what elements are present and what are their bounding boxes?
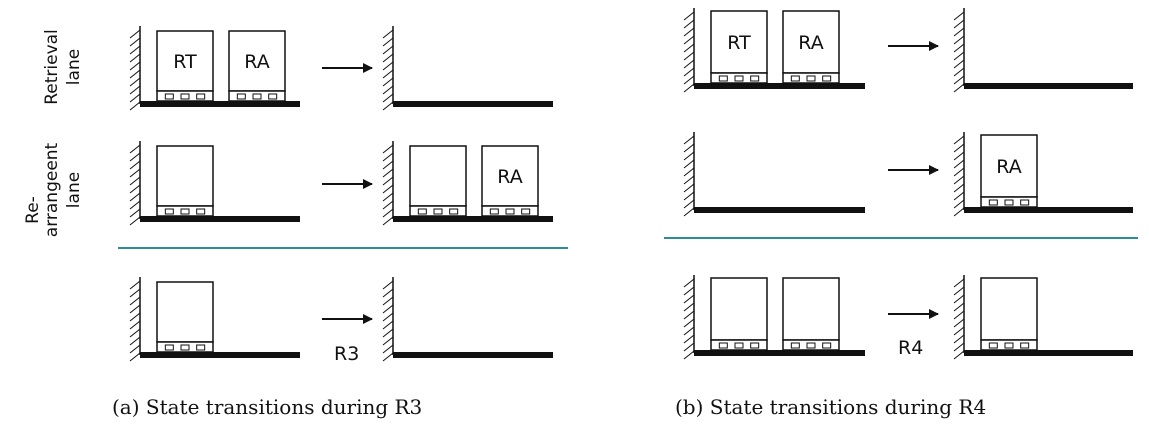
lane-floor (694, 83, 865, 89)
lane-b-retrieval-after (953, 8, 1133, 93)
pallet-box: RT (710, 10, 768, 84)
pallet-box: RA (980, 134, 1038, 208)
retrieval-label-line1: Retrieval (42, 29, 62, 105)
lane-floor (694, 207, 865, 213)
lane-a-bottom-after (382, 277, 553, 362)
pallet-label: RA (497, 166, 522, 188)
lane-b-rearrangement-after: RA (953, 132, 1133, 217)
rearrangement-label-line3: lane (64, 172, 84, 208)
lane-b-bottom-after (953, 275, 1133, 360)
wall-hatch (129, 141, 141, 226)
pallet-label: RT (173, 51, 197, 73)
rearrangement-label-line2: arrangeent (42, 142, 62, 237)
lane-floor (964, 83, 1133, 89)
lane-b-rearrangement-before (683, 132, 865, 217)
lane-b-retrieval-before: RT RA (683, 8, 865, 93)
wall-hatch (129, 26, 141, 111)
lane-floor (964, 350, 1133, 356)
pallet-box (156, 281, 214, 353)
lane-floor (140, 352, 300, 358)
lane-floor (393, 216, 553, 222)
rearrangement-label-line1: Re- (23, 196, 43, 224)
caption-b: (b) State transitions during R4 (675, 395, 986, 419)
retrieval-lane-label: Retrieval lane (42, 29, 84, 105)
lane-floor (694, 350, 865, 356)
wall-hatch (382, 26, 394, 111)
wall-hatch (382, 141, 394, 226)
step-label-r4: R4 (898, 337, 923, 359)
lane-a-retrieval-after (382, 26, 553, 111)
wall-hatch (683, 132, 695, 217)
lane-a-rearrangement-after: RA (382, 141, 553, 226)
lane-floor (964, 207, 1133, 213)
lanes-layer: RT RA RA RT RA RA (129, 8, 1133, 362)
wall-hatch (683, 275, 695, 360)
pallet-label: RA (244, 51, 269, 73)
pallet-box: RT (156, 30, 214, 102)
pallet-box: RA (782, 10, 840, 84)
wall-hatch (953, 8, 965, 93)
wall-hatch (953, 275, 965, 360)
pallet-label: RA (996, 156, 1021, 178)
wall-hatch (953, 132, 965, 217)
caption-a: (a) State transitions during R3 (112, 395, 422, 419)
step-label-r3: R3 (334, 343, 359, 365)
pallet-box (156, 145, 214, 217)
lane-b-bottom-before (683, 275, 865, 360)
pallet-label: RA (798, 32, 823, 54)
lane-floor (140, 101, 300, 107)
pallet-box (710, 277, 768, 351)
pallet-box (980, 277, 1038, 351)
rearrangement-lane-label: Re- arrangeent lane (23, 142, 84, 237)
pallet-box: RA (228, 30, 286, 102)
pallet-box (409, 145, 467, 217)
wall-hatch (683, 8, 695, 93)
lane-floor (140, 216, 300, 222)
lane-a-bottom-before (129, 277, 300, 362)
pallet-box: RA (481, 145, 539, 217)
lane-a-rearrangement-before (129, 141, 300, 226)
pallet-box (782, 277, 840, 351)
wall-hatch (129, 277, 141, 362)
lane-floor (393, 352, 553, 358)
wall-hatch (382, 277, 394, 362)
lane-floor (393, 101, 553, 107)
lane-a-retrieval-before: RT RA (129, 26, 300, 111)
pallet-label: RT (727, 32, 751, 54)
retrieval-label-line2: lane (64, 49, 84, 85)
